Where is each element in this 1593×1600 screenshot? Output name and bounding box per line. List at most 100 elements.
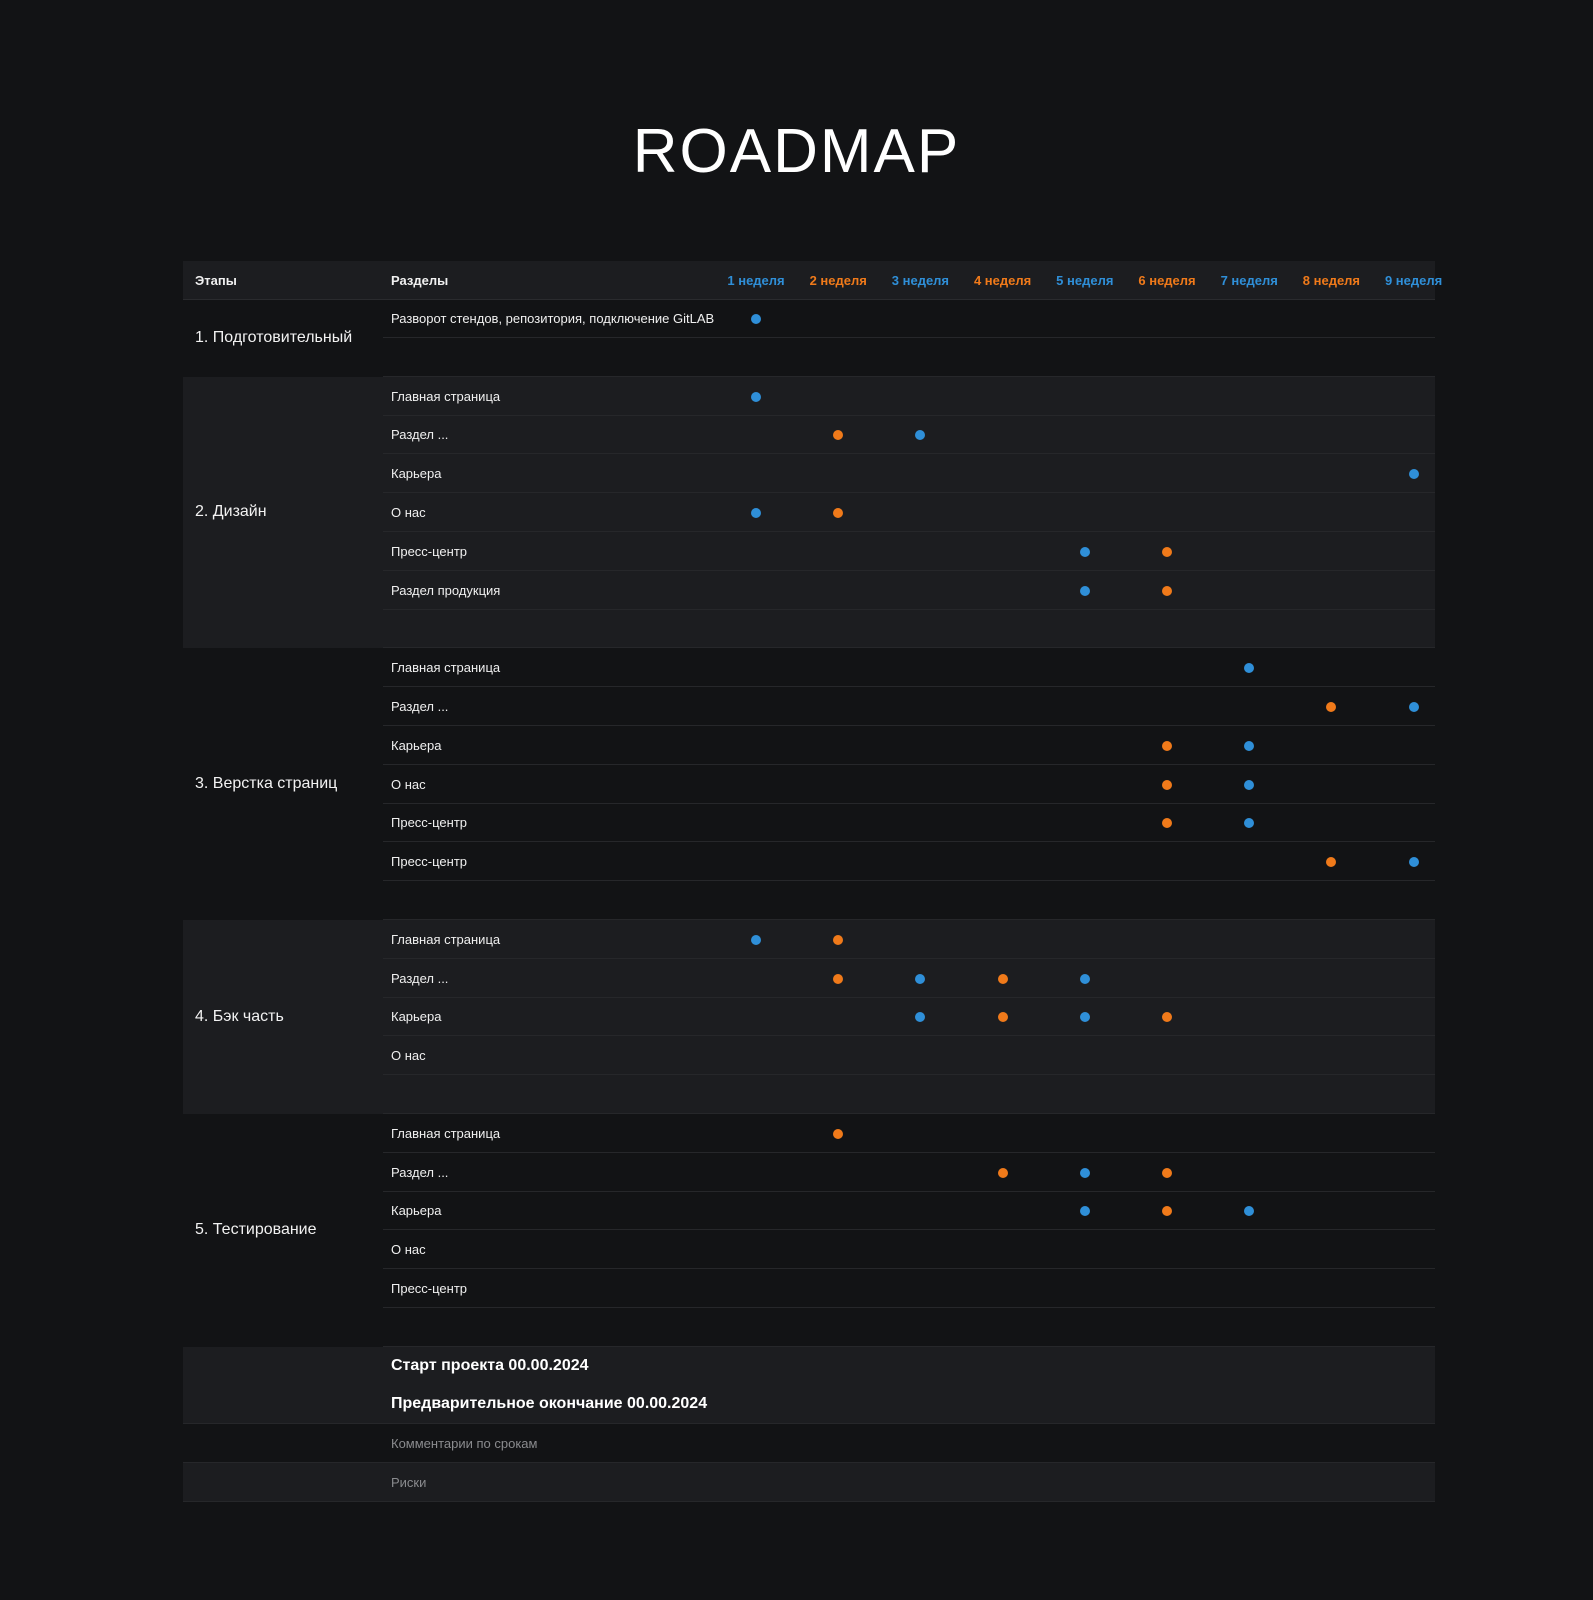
timeline-dot-week-8-orange (1326, 857, 1337, 868)
timeline-dot-week-3-blue (915, 973, 926, 984)
stage-label: 4. Бэк часть (195, 1007, 284, 1025)
table-row: Главная страница (383, 1114, 1435, 1153)
section-label: О нас (391, 504, 426, 520)
sections-column-bg (383, 376, 1435, 649)
timeline-dot-week-5-blue (1079, 585, 1090, 596)
header-sections: Разделы (391, 273, 449, 288)
timeline-dot-week-1-blue (751, 934, 761, 945)
section-label: Карьера (391, 737, 442, 753)
timeline-dot-week-9-blue (1408, 857, 1419, 868)
stage-label: 3. Верстка страниц (195, 774, 338, 792)
footer-row-1: Старт проекта 00.00.2024 (183, 1346, 1435, 1386)
section-label: Пресс-центр (391, 815, 468, 831)
timeline-dot-week-8-orange (1326, 701, 1337, 712)
timeline-dot-week-7-blue (1244, 779, 1255, 790)
stage-column-bg (183, 376, 383, 649)
week-header-3: 3 неделя (891, 273, 950, 288)
section-label: Карьера (391, 466, 442, 482)
section-label: Главная страница (391, 660, 501, 676)
section-label: Карьера (391, 1009, 442, 1025)
footer-label: Риски (391, 1475, 427, 1490)
timeline-dot-week-5-blue (1079, 1167, 1090, 1178)
timeline-dot-week-6-orange (1162, 1167, 1172, 1178)
table-row: Карьера (383, 1191, 1435, 1231)
timeline-dot-week-6-orange (1162, 585, 1172, 596)
week-header-9: 9 неделя (1384, 273, 1443, 288)
table-row: Главная страница (383, 648, 1435, 688)
week-header-4: 4 неделя (973, 273, 1032, 288)
table-row: Раздел ... (383, 1153, 1435, 1192)
table-row: Карьера (383, 997, 1435, 1037)
timeline-dot-week-2-orange (833, 1128, 844, 1139)
section-label: Раздел ... (391, 1164, 449, 1180)
timeline-dot-week-5-blue (1079, 1012, 1090, 1023)
table-row: Главная страница (383, 377, 1435, 416)
table-row: О нас (383, 1230, 1435, 1270)
week-header-2: 2 неделя (809, 273, 867, 288)
table-row: Карьера (383, 726, 1435, 765)
stage-label: 1. Подготовительный (195, 328, 353, 346)
timeline-dot-week-6-orange (1162, 818, 1172, 829)
header-stages: Этапы (195, 273, 237, 288)
table-row (383, 1075, 1435, 1114)
section-label: Карьера (391, 1203, 442, 1219)
timeline-dot-week-6-orange (1162, 546, 1172, 557)
table-row: Разворот стендов, репозитория, подключен… (383, 299, 1435, 338)
timeline-dot-week-6-orange (1162, 1206, 1172, 1217)
section-label: О нас (391, 1048, 426, 1064)
roadmap-table: Этапы Разделы 1 неделя 2 неделя 3 неделя 4 … (183, 261, 1442, 1502)
timeline-dot-week-4-orange (997, 1012, 1008, 1023)
section-label: Разворот стендов, репозитория, подключен… (391, 311, 715, 326)
table-row: Главная страница (383, 920, 1435, 959)
footer-row-3: Комментарии по срокам (183, 1424, 1435, 1464)
footer-label: Старт проекта 00.00.2024 (391, 1356, 589, 1374)
section-label: О нас (391, 1242, 426, 1258)
timeline-dot-week-5-blue (1079, 1206, 1090, 1217)
timeline-dot-week-3-blue (915, 430, 926, 441)
section-label: Пресс-центр (391, 854, 468, 870)
footer-label: Комментарии по срокам (391, 1436, 538, 1452)
timeline-dot-week-7-blue (1244, 1206, 1255, 1217)
section-label: Раздел ... (391, 698, 449, 714)
table-header: Этапы Разделы 1 неделя 2 неделя 3 неделя 4 … (183, 261, 1442, 300)
week-header-5: 5 неделя (1056, 273, 1114, 288)
timeline-dot-week-2-orange (833, 430, 844, 441)
timeline-dot-week-6-orange (1162, 740, 1172, 751)
section-label: Раздел продукция (391, 582, 501, 598)
timeline-dot-week-9-blue (1408, 469, 1419, 480)
timeline-dot-week-1-blue (751, 391, 761, 402)
footer-row-2: Предварительное окончание 00.00.2024 (183, 1385, 1435, 1425)
week-header-1: 1 неделя (727, 273, 785, 288)
timeline-dot-week-5-blue (1079, 973, 1090, 984)
timeline-dot-week-2-orange (833, 973, 844, 984)
table-row: О нас (383, 1036, 1435, 1076)
table-row: Раздел ... (383, 687, 1435, 726)
table-row: Раздел ... (383, 415, 1435, 455)
table-row: Пресс-центр (383, 842, 1435, 882)
footer-label: Предварительное окончание 00.00.2024 (391, 1395, 708, 1413)
table-row: Пресс-центр (383, 532, 1435, 571)
table-row: Карьера (383, 454, 1435, 494)
section-label: Главная страница (391, 931, 501, 947)
stage-label: 2. Дизайн (195, 503, 267, 521)
week-header-7: 7 неделя (1220, 273, 1278, 288)
table-row: О нас (383, 493, 1435, 532)
timeline-dot-week-7-blue (1244, 663, 1255, 674)
timeline-dot-week-2-orange (833, 507, 844, 518)
timeline-dot-week-4-orange (997, 1167, 1008, 1178)
timeline-dot-week-4-orange (997, 973, 1008, 984)
stage-group-1: 1. Подготовительный Разворот стендов, реп… (183, 299, 1435, 377)
timeline-dot-week-9-blue (1408, 701, 1419, 712)
table-row (383, 881, 1435, 920)
table-row (383, 338, 1435, 377)
timeline-dot-week-5-blue (1079, 546, 1090, 557)
section-label: Главная страница (391, 1125, 501, 1141)
week-header-6: 6 неделя (1138, 273, 1196, 288)
table-row: Раздел продукция (383, 571, 1435, 610)
table-row: О нас (383, 765, 1435, 804)
timeline-dot-week-1-blue (751, 507, 761, 518)
